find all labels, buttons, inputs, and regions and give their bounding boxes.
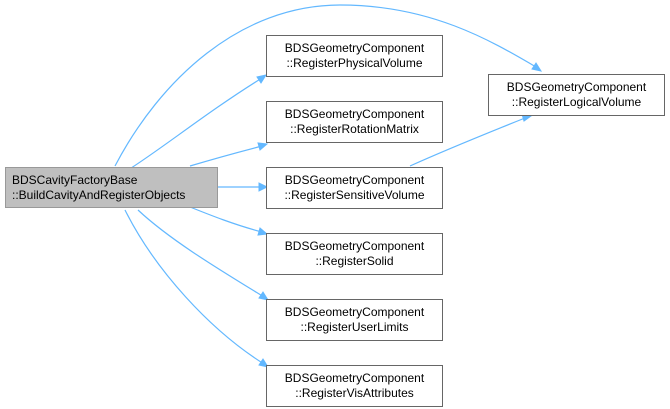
node-line1: BDSGeometryComponent [284,371,425,385]
node-register-solid[interactable]: BDSGeometryComponent ::RegisterSolid [266,233,443,275]
edge-root-to-register-logical-volume-arrow [531,62,543,72]
node-register-logical-volume[interactable]: BDSGeometryComponent ::RegisterLogicalVo… [488,74,665,116]
root-node-line2: ::BuildCavityAndRegisterObjects [12,187,186,202]
node-line1: BDSGeometryComponent [284,239,425,253]
node-line2: ::RegisterVisAttributes [295,386,414,400]
edge-to-register-rotation-matrix-arrow [257,142,269,151]
root-node-line1: BDSCavityFactoryBase [12,172,138,187]
edge-to-register-solid [189,206,263,233]
node-line2: ::RegisterSensitiveVolume [284,188,425,202]
node-register-sensitive-volume[interactable]: BDSGeometryComponent ::RegisterSensitive… [266,167,443,209]
edge-to-register-physical-volume-arrow [256,74,268,84]
edge-sensitive-to-register-logical-volume [409,117,526,167]
node-line1: BDSGeometryComponent [284,305,425,319]
node-line2: ::RegisterUserLimits [300,320,409,334]
edge-to-register-user-limits-arrow [258,291,270,301]
edge-to-register-vis-attributes [124,209,265,365]
node-register-rotation-matrix[interactable]: BDSGeometryComponent ::RegisterRotationM… [266,101,443,143]
edge-to-register-physical-volume [127,77,263,171]
node-line2: ::RegisterLogicalVolume [511,95,642,109]
root-node-build-cavity-and-register-objects[interactable]: BDSCavityFactoryBase ::BuildCavityAndReg… [5,167,218,208]
node-register-physical-volume[interactable]: BDSGeometryComponent ::RegisterPhysicalV… [266,35,443,77]
edge-to-register-solid-arrow [257,227,269,236]
node-line1: BDSGeometryComponent [284,173,425,187]
node-line1: BDSGeometryComponent [284,41,425,55]
edge-to-register-rotation-matrix [189,145,263,167]
node-line2: ::RegisterRotationMatrix [290,122,419,136]
node-register-user-limits[interactable]: BDSGeometryComponent ::RegisterUserLimit… [266,299,443,341]
edge-to-register-vis-attributes-arrow [258,358,270,368]
node-line2: ::RegisterSolid [315,254,394,268]
node-line2: ::RegisterPhysicalVolume [286,56,423,70]
node-register-vis-attributes[interactable]: BDSGeometryComponent ::RegisterVisAttrib… [266,365,443,407]
edge-root-to-register-logical-volume [114,4,537,167]
node-line1: BDSGeometryComponent [506,80,647,94]
node-line1: BDSGeometryComponent [284,107,425,121]
edge-to-register-sensitive-volume-arrow [258,182,269,192]
edge-to-register-user-limits [137,209,265,298]
